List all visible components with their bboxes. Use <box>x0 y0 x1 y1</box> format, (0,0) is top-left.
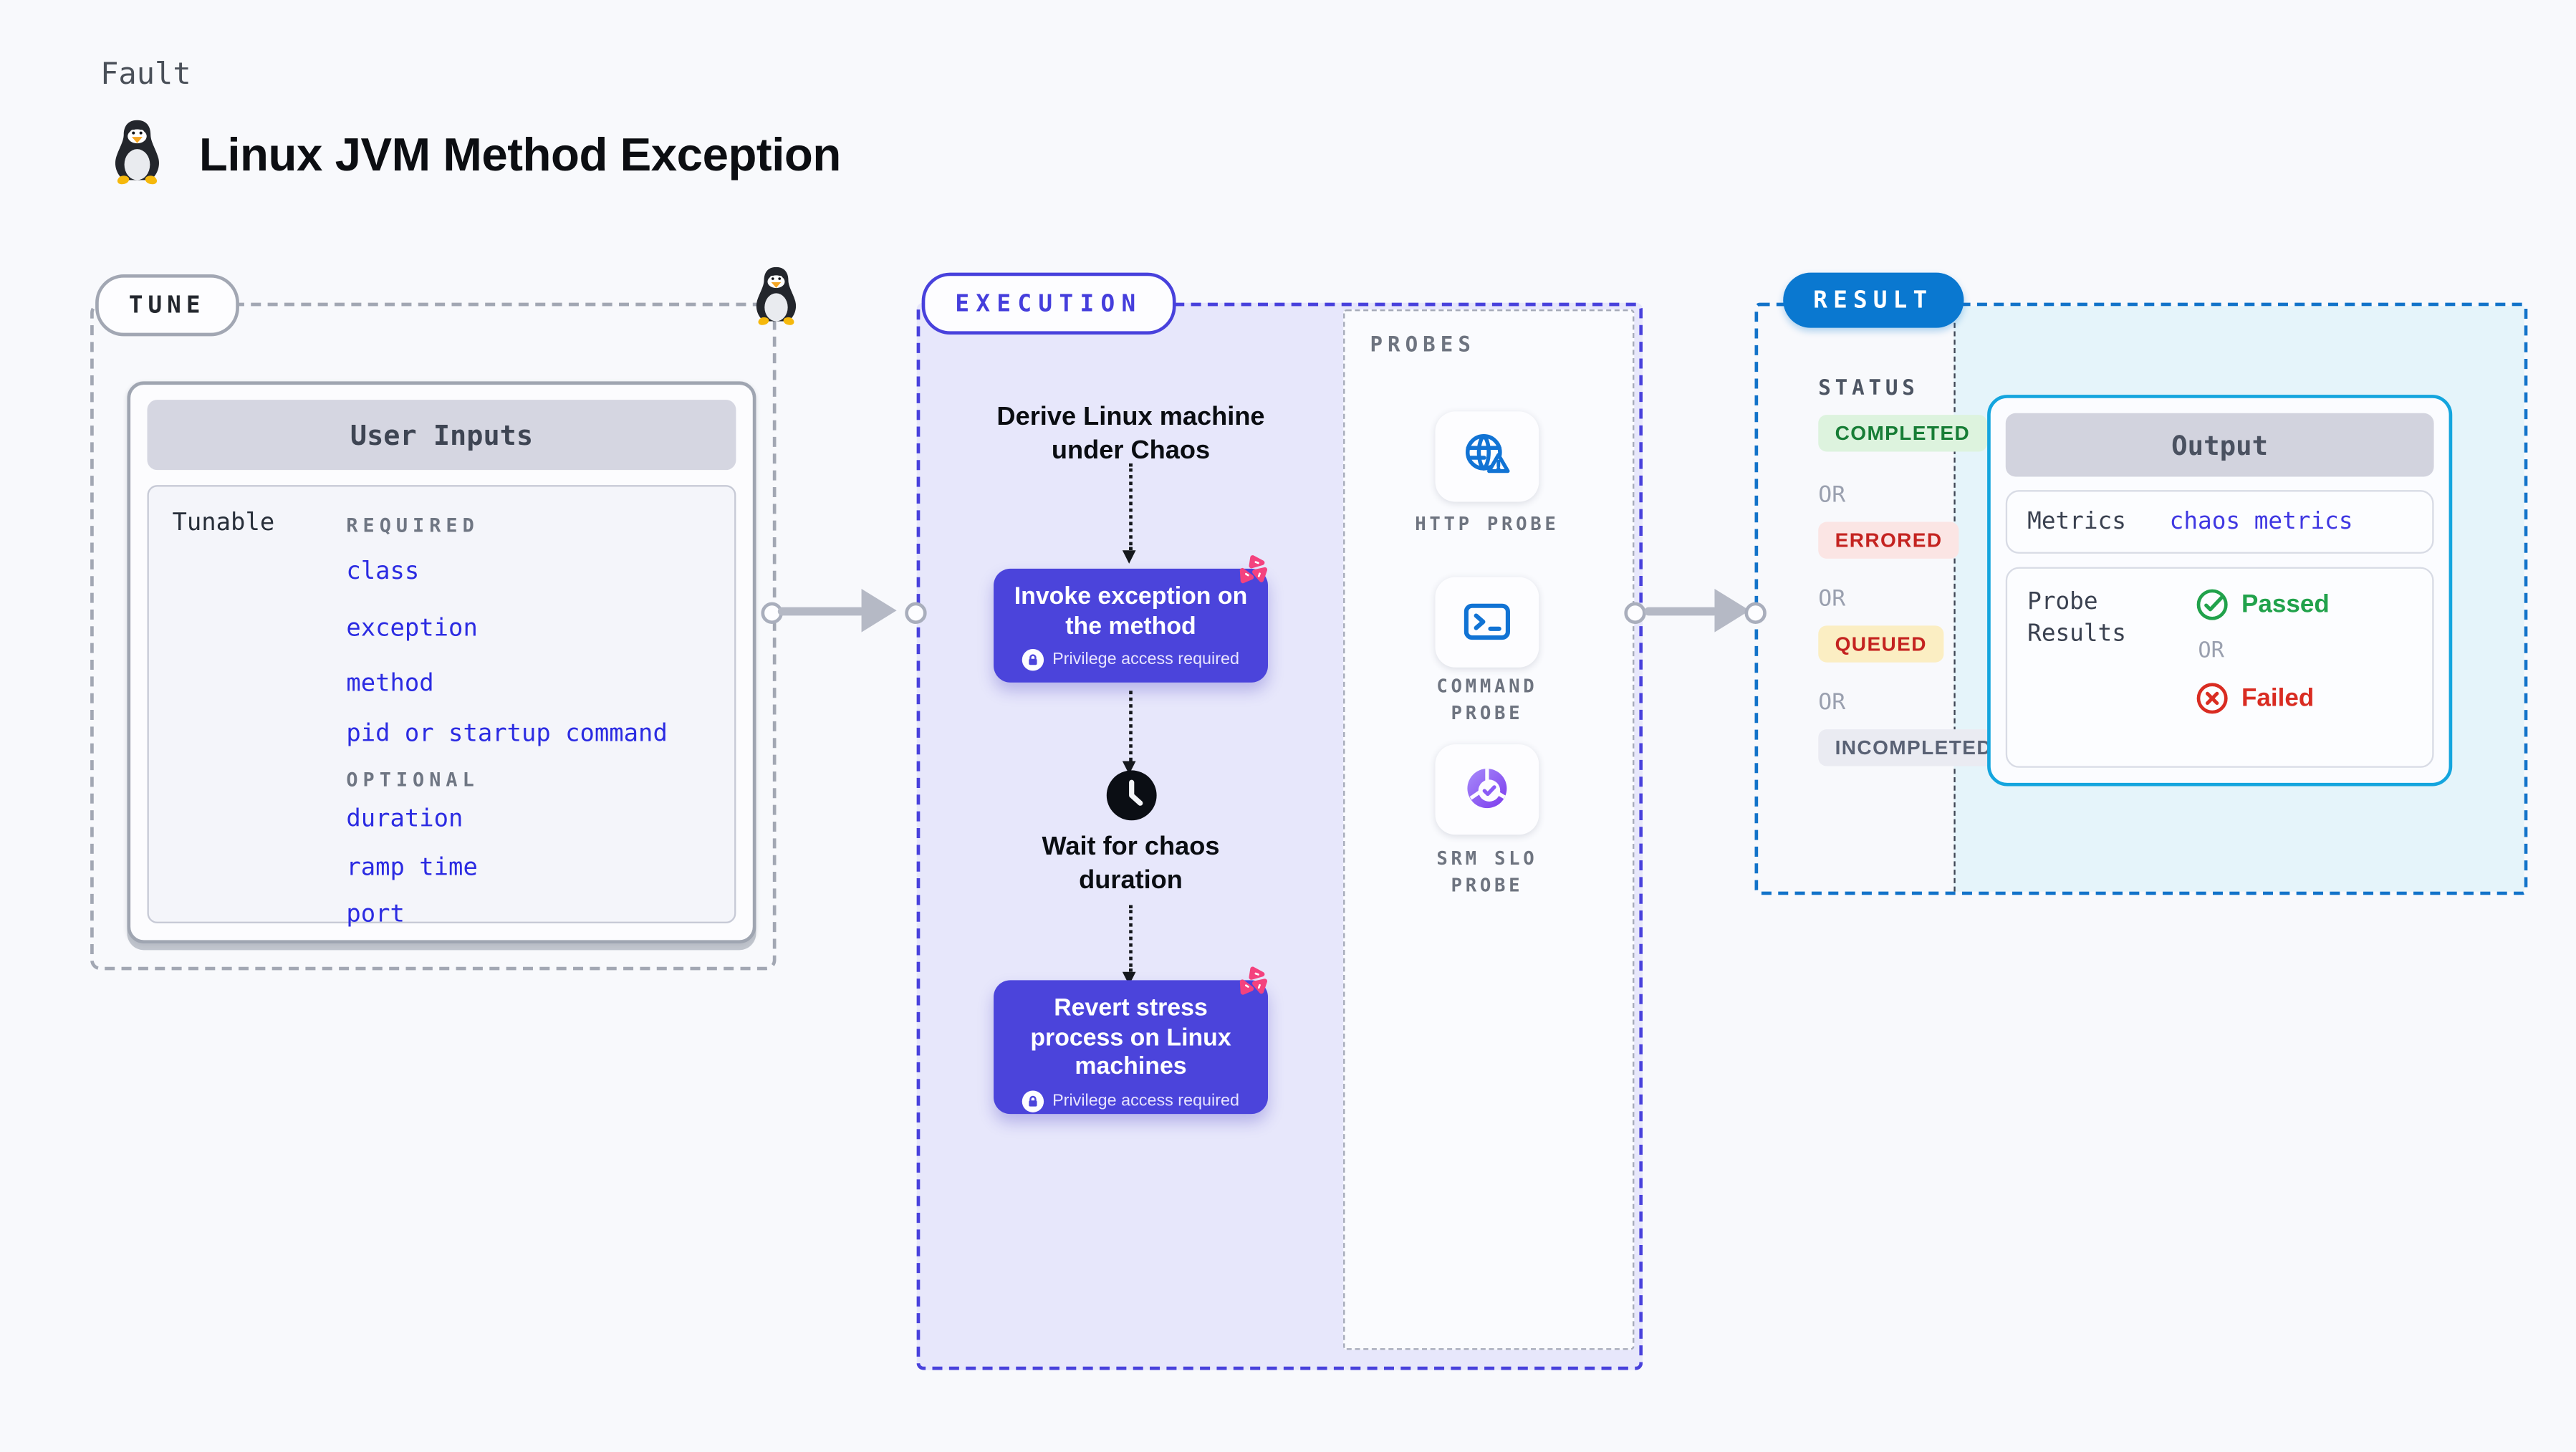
command-probe-card[interactable] <box>1435 577 1539 668</box>
passed-row: Passed <box>2195 587 2330 622</box>
output-card: Output Metrics chaos metrics Probe Resul… <box>1987 395 2453 787</box>
tux-penguin-icon <box>115 120 159 185</box>
tune-to-execution-arrow <box>761 588 928 633</box>
status-badge-incompleted: INCOMPLETED <box>1818 729 2009 766</box>
status-badge-errored: ERRORED <box>1818 521 1959 559</box>
execution-section-pill: EXECUTION <box>921 272 1176 335</box>
derive-step-label: Derive Linux machine under Chaos <box>996 403 1265 465</box>
tunable-link-method[interactable]: method <box>346 670 434 698</box>
globe-alert-icon <box>1465 434 1510 473</box>
tunable-link-ramp-time[interactable]: ramp time <box>346 855 478 882</box>
probe-results-values: Passed OR Failed <box>2195 587 2330 716</box>
result-section-pill: RESULT <box>1783 272 1964 328</box>
probe-results-row: Probe Results Passed OR Failed <box>2005 567 2434 768</box>
chaos-fault-icon <box>1239 555 1268 584</box>
tunable-link-duration[interactable]: duration <box>346 806 463 833</box>
execution-to-result-arrow <box>1624 588 1768 633</box>
chaos-metrics-link[interactable]: chaos metrics <box>2169 508 2353 536</box>
failed-row: Failed <box>2195 681 2330 716</box>
chaos-fault-icon <box>1239 966 1268 995</box>
optional-group-label: OPTIONAL <box>346 767 479 792</box>
lock-icon <box>1022 649 1044 672</box>
output-title: Output <box>2005 413 2434 477</box>
required-group-label: REQUIRED <box>346 513 479 537</box>
invoke-exception-label: Invoke exception on the method <box>1014 583 1248 640</box>
tux-penguin-icon <box>756 266 797 325</box>
privilege-note: Privilege access required <box>1010 649 1251 672</box>
lock-icon <box>1022 1090 1044 1112</box>
invoke-exception-card[interactable]: Invoke exception on the method Privilege… <box>994 568 1269 683</box>
check-circle-icon <box>2196 589 2228 620</box>
tunable-link-exception[interactable]: exception <box>346 615 478 643</box>
revert-stress-card[interactable]: Revert stress process on Linux machines … <box>994 980 1269 1115</box>
status-label: STATUS <box>1818 375 1919 400</box>
probe-results-label: Probe Results <box>2027 588 2126 648</box>
flow-dotted-arrow <box>1122 691 1136 775</box>
status-badge-queued: QUEUED <box>1818 625 1944 663</box>
command-probe-label: COMMAND PROBE <box>1436 675 1538 724</box>
page-title: Linux JVM Method Exception <box>198 128 841 181</box>
probes-label: PROBES <box>1370 331 1476 357</box>
tune-section-pill: TUNE <box>95 274 239 337</box>
fault-eyebrow: Fault <box>100 57 191 92</box>
srm-slo-probe-card[interactable] <box>1435 744 1539 835</box>
or-label: OR <box>1818 585 1846 612</box>
or-label: OR <box>1818 689 1846 716</box>
flow-dotted-arrow <box>1122 463 1136 564</box>
metrics-row: Metrics chaos metrics <box>2005 490 2434 554</box>
status-badge-completed: COMPLETED <box>1818 415 1987 452</box>
clock-icon <box>1106 770 1157 821</box>
srm-slo-probe-label: SRM SLO PROBE <box>1436 847 1538 897</box>
execution-section-box: PROBES HTTP PROBE <box>916 302 1643 1370</box>
tunable-link-pid-or-startup-command[interactable]: pid or startup command <box>346 721 668 748</box>
metrics-label: Metrics <box>2027 507 2126 535</box>
user-inputs-table: Tunable REQUIRED class exception method … <box>147 485 736 928</box>
or-label: OR <box>2198 639 2224 665</box>
probes-panel: PROBES HTTP PROBE <box>1343 309 1635 1350</box>
user-inputs-card: User Inputs Tunable REQUIRED class excep… <box>127 381 756 943</box>
slo-donut-icon <box>1467 769 1507 809</box>
terminal-icon <box>1464 603 1510 640</box>
flow-dotted-arrow <box>1122 905 1136 986</box>
passed-label: Passed <box>2241 590 2330 619</box>
http-probe-card[interactable] <box>1435 411 1539 502</box>
user-inputs-title: User Inputs <box>147 400 736 471</box>
tunable-link-class[interactable]: class <box>346 558 420 586</box>
tunable-link-port[interactable]: port <box>346 901 405 928</box>
failed-label: Failed <box>2241 684 2315 713</box>
or-label: OR <box>1818 481 1846 509</box>
x-circle-icon <box>2196 683 2228 714</box>
http-probe-label: HTTP PROBE <box>1415 513 1559 536</box>
tune-section-box <box>90 302 777 971</box>
wait-step-label: Wait for chaos duration <box>1042 832 1220 895</box>
tunable-row-label: Tunable <box>172 510 275 537</box>
privilege-note: Privilege access required <box>1010 1090 1251 1112</box>
revert-stress-label: Revert stress process on Linux machines <box>1030 995 1231 1082</box>
